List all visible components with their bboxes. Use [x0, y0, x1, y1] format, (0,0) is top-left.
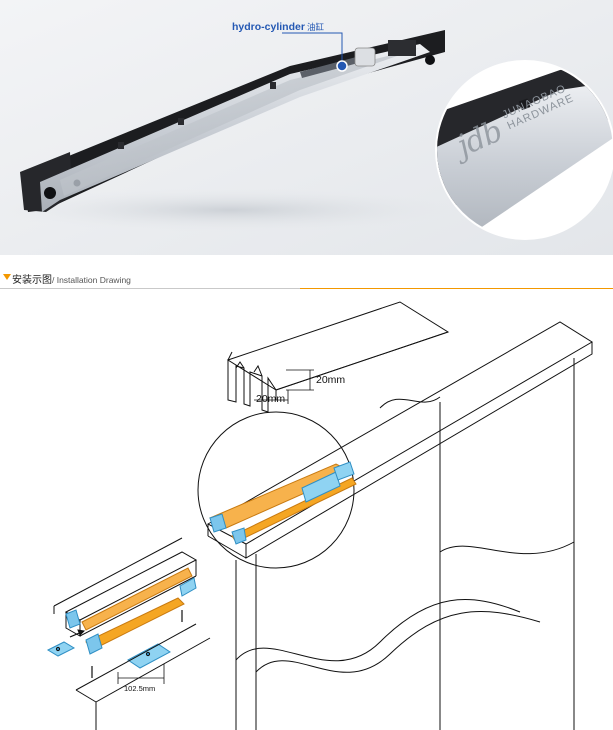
section-title-en: / Installation Drawing	[52, 275, 131, 285]
silver-track	[40, 44, 430, 212]
callout-label-cn: 油缸	[306, 22, 324, 32]
exploded-assembly	[46, 537, 211, 730]
dimension-width: 20mm	[256, 393, 286, 405]
callout-leader-line	[282, 32, 343, 66]
detail-circle	[197, 411, 355, 569]
installation-line-art	[46, 301, 593, 730]
damper-photo-illustration	[0, 0, 613, 255]
section-title: 安装示图/ Installation Drawing	[12, 271, 131, 286]
section-divider-grey	[0, 288, 300, 289]
installation-drawing: 20mm 20mm 102.5mm	[0, 292, 613, 730]
section-header: 安装示图/ Installation Drawing	[0, 270, 613, 292]
hydro-cylinder-rod	[300, 56, 362, 78]
callout-dot	[336, 60, 348, 72]
damper-in-rail	[208, 461, 357, 545]
dimension-offset: 102.5mm	[124, 684, 156, 693]
callout-label-en: hydro-cylinder	[232, 21, 305, 33]
track-profile	[226, 301, 450, 413]
section-divider-orange	[300, 288, 613, 289]
section-title-cn: 安装示图	[12, 275, 52, 286]
section-triangle-icon	[3, 274, 11, 280]
dimension-height: 20mm	[316, 374, 346, 386]
mounting-hole	[44, 187, 56, 199]
